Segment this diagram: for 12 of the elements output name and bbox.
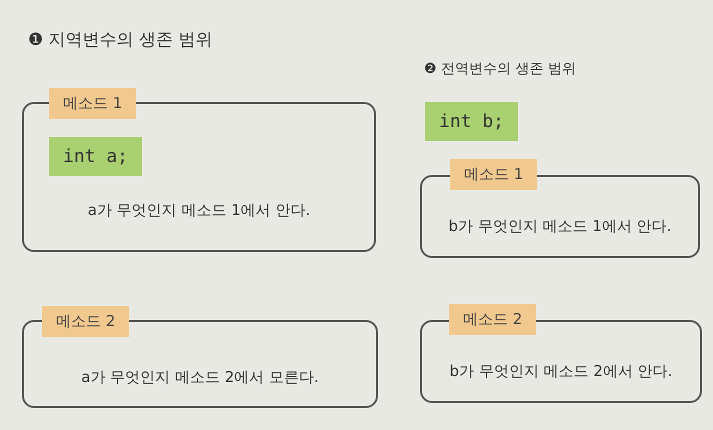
code-snippet: int b; <box>425 102 518 141</box>
method-tag: 메소드 1 <box>49 88 136 119</box>
description-text: a가 무엇인지 메소드 1에서 안다. <box>86 201 312 220</box>
description-text: b가 무엇인지 메소드 2에서 안다. <box>448 362 674 381</box>
code-snippet: int a; <box>49 137 142 176</box>
section-heading: ❷ 전역변수의 생존 범위 <box>424 60 576 78</box>
method-tag: 메소드 2 <box>42 306 130 337</box>
description-text: b가 무엇인지 메소드 1에서 안다. <box>448 217 672 236</box>
method-tag: 메소드 2 <box>449 304 536 335</box>
method-tag: 메소드 1 <box>450 159 538 190</box>
section-heading: ❶ 지역변수의 생존 범위 <box>28 29 212 51</box>
description-text: a가 무엇인지 메소드 2에서 모른다. <box>80 368 320 387</box>
